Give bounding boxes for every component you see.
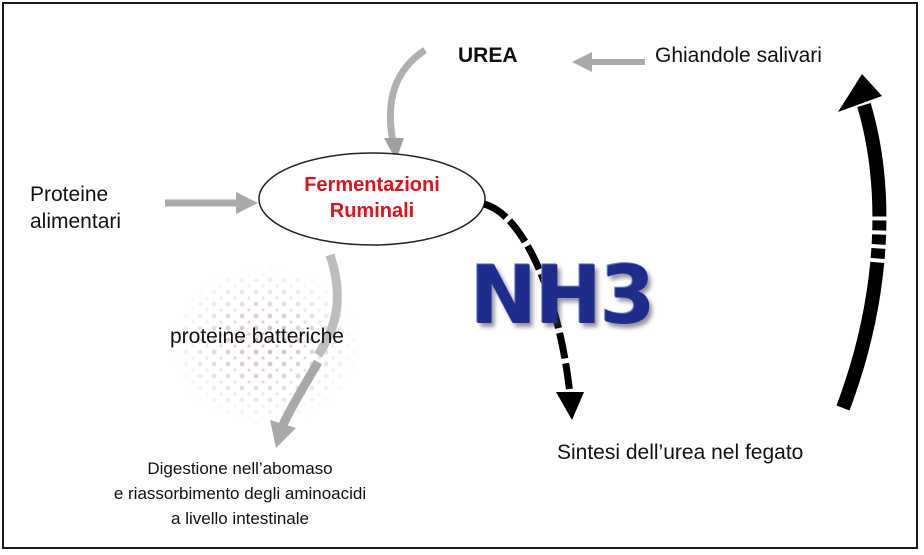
urea-label: UREA [458, 44, 518, 67]
digestione-line-3: a livello intestinale [171, 509, 309, 528]
proteine-line-2: alimentari [30, 210, 122, 233]
proteine-line-1: Proteine [30, 183, 109, 206]
fermentazioni-ellipse [258, 152, 486, 246]
arrow-urea-to-fermentazioni [384, 47, 427, 160]
fermentazioni-line-2: Ruminali [329, 200, 415, 222]
arrow-ghiandole-to-urea [572, 52, 645, 72]
digestione-line-2: e riassorbimento degli aminoacidi [113, 484, 367, 503]
arrow-sintesi-to-ghiandole [836, 74, 887, 411]
sintesi-urea-label: Sintesi dell’urea nel fegato [557, 441, 804, 464]
proteine-batteriche-label: proteine batteriche [170, 325, 344, 348]
nh3-label: NH3 [470, 249, 656, 342]
arrow-fermentazioni-to-sintesi [482, 200, 584, 420]
digestione-label: Digestione nell’abomaso e riassorbimento… [40, 456, 440, 531]
proteine-alimentari-label: Proteine alimentari [30, 181, 121, 235]
arrow-proteine-to-fermentazioni [165, 192, 258, 214]
fermentazioni-ruminali-label: Fermentazioni Ruminali [262, 172, 482, 224]
fermentazioni-line-1: Fermentazioni [304, 174, 440, 196]
diagram-frame [2, 2, 918, 549]
digestione-line-1: Digestione nell’abomaso [147, 459, 333, 478]
arrow-fermentazioni-to-digestione [270, 253, 342, 448]
ghiandole-salivari-label: Ghiandole salivari [655, 44, 822, 67]
